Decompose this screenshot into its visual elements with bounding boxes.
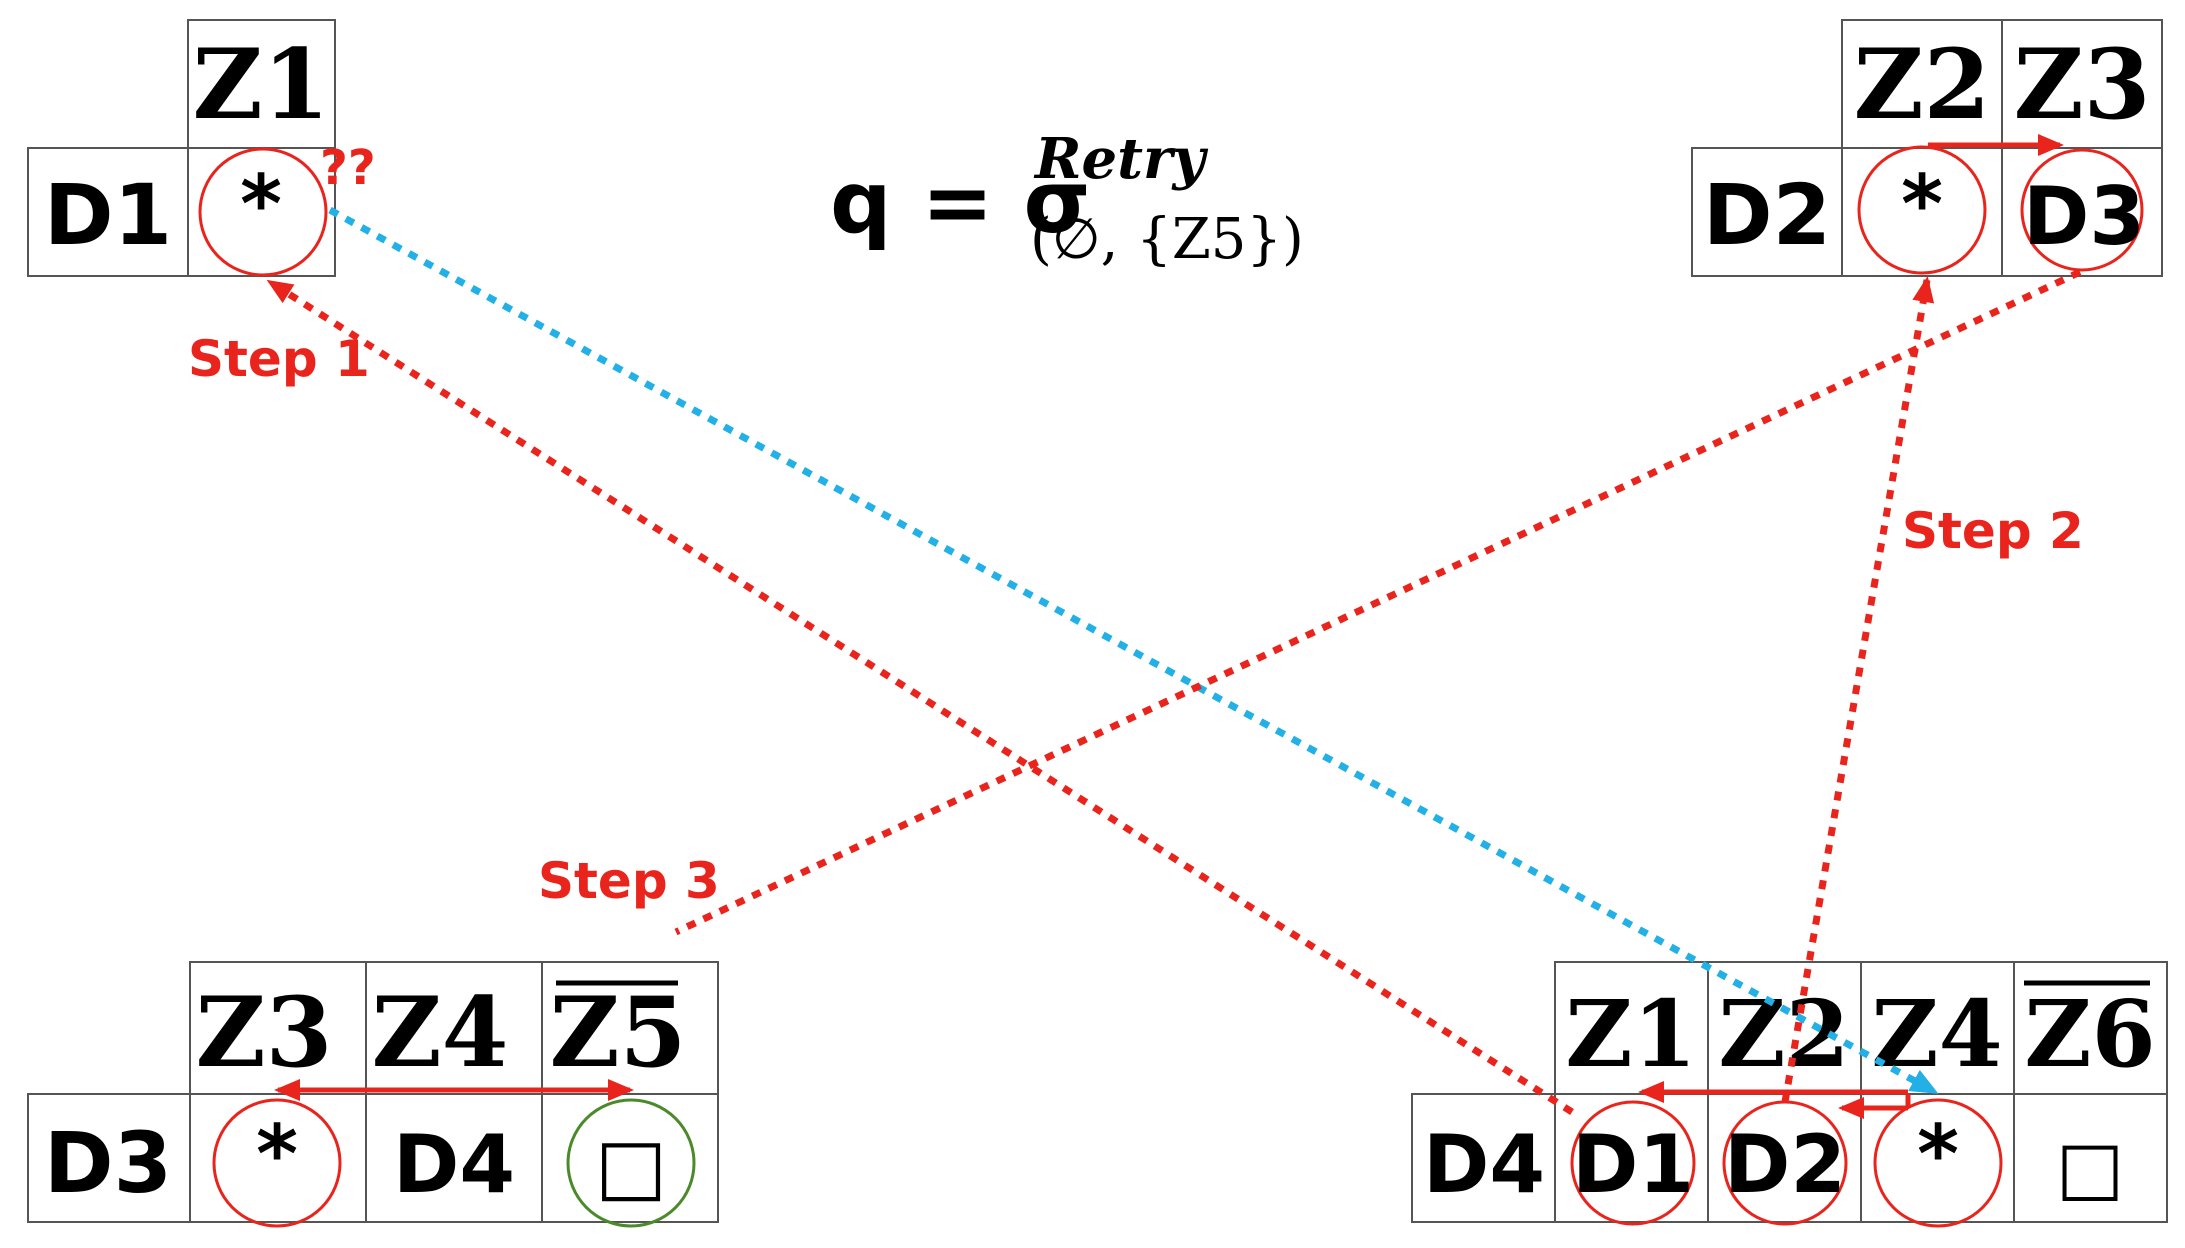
bl-cell-value-3: □ [595, 1121, 667, 1210]
tr-header-z3: Z3 [2014, 28, 2151, 141]
tl-annotation: ?? [320, 140, 376, 196]
table-bottom-right: Z1 Z2 Z4 Z6 D4 D1 D2 * □ [1411, 961, 2168, 1228]
table-top-left: Z1 D1 * ?? [27, 19, 376, 277]
br-header-z6: Z6 [2024, 980, 2155, 1088]
tr-value-cell-2 [2001, 147, 2163, 277]
bl-cell-value-2: D4 [393, 1118, 515, 1211]
br-cell-circle-3 [1873, 1098, 2003, 1228]
tl-cell-circle [198, 147, 328, 277]
br-header-z2: Z2 [1718, 980, 1849, 1088]
bl-header-z5: Z5 [550, 976, 687, 1089]
tr-cell-value-2: D3 [2023, 170, 2145, 263]
tr-cell-circle-2 [2020, 148, 2144, 272]
step2-dotted-connector [1781, 276, 1935, 1103]
step1-dotted-connector [266, 279, 1574, 1115]
tl-cell-value: * [240, 158, 282, 251]
step3-dotted-connector [674, 268, 2082, 936]
tl-row-label: D1 [44, 166, 172, 264]
bl-row-label: D3 [44, 1114, 172, 1212]
tr-row-label: D2 [1703, 166, 1831, 264]
br-cell-value-4: □ [2056, 1125, 2124, 1209]
tr-cell-circle-1 [1857, 145, 1987, 275]
bl-cell-value-1: * [256, 1108, 298, 1201]
formula-subscript: (∅, {Z5}) [1030, 207, 1304, 272]
step3-label: Step 3 [538, 852, 720, 910]
br-cell-value-3: * [1917, 1108, 1959, 1201]
br-value-cell-4 [2013, 1093, 2168, 1223]
table-bottom-left: Z3 Z4 Z5 D3 * D4 □ [27, 961, 719, 1228]
br-cell-value-1: D1 [1572, 1118, 1694, 1211]
table-top-right: Z2 Z3 D2 * D3 [1691, 19, 2163, 277]
formula-superscript: Retry [1033, 126, 1209, 192]
br-row-label: D4 [1423, 1118, 1545, 1211]
formula: q = σ Retry (∅, {Z5}) [830, 126, 1304, 272]
step2-label: Step 2 [1902, 502, 2084, 560]
br-cell-value-2: D2 [1724, 1118, 1846, 1211]
br-cell-circle-1 [1570, 1100, 1696, 1226]
tr-cell-value-1: * [1901, 158, 1943, 251]
formula-lhs: q = σ [830, 153, 1090, 253]
bl-header-z4: Z4 [372, 976, 509, 1089]
step1-label: Step 1 [188, 330, 370, 388]
tr-header-z2: Z2 [1854, 28, 1991, 141]
br-header-z1: Z1 [1565, 980, 1696, 1088]
blue-dotted-connector [328, 206, 1939, 1096]
bl-header-z3: Z3 [196, 976, 333, 1089]
tl-header-z1: Z1 [193, 28, 330, 141]
